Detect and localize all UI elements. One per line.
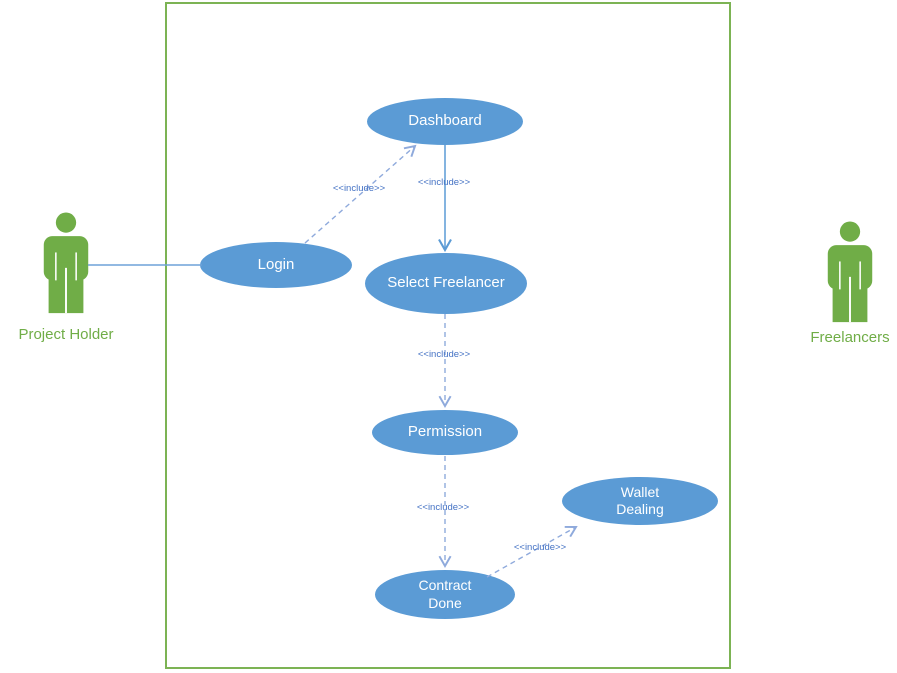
include-label-selectfreelancer-permission: <<include>>: [417, 349, 471, 360]
project-holder-actor-icon: [43, 212, 89, 314]
person-head: [55, 212, 77, 233]
include-label-login-dashboard: <<include>>: [332, 183, 386, 194]
usecase-login: Login: [200, 242, 352, 288]
usecase-wallet-dealing-label: Wallet Dealing: [616, 483, 664, 518]
usecase-wallet-dealing: Wallet Dealing: [562, 477, 718, 525]
freelancers-actor-icon: [827, 221, 873, 323]
project-holder-actor-label: Project Holder: [18, 326, 114, 343]
include-label-contractdone-walletdealing: <<include>>: [513, 542, 567, 553]
usecase-select-freelancer: Select Freelancer: [365, 253, 527, 314]
usecase-login-label: Login: [257, 255, 295, 273]
usecase-permission: Permission: [372, 410, 518, 455]
usecase-permission-label: Permission: [407, 423, 483, 441]
include-label-permission-contractdone: <<include>>: [416, 502, 470, 513]
person-head: [839, 221, 861, 242]
system-boundary: [165, 2, 731, 669]
usecase-dashboard-label: Dashboard: [408, 112, 482, 130]
freelancers-actor-label: Freelancers: [810, 329, 890, 346]
usecase-dashboard: Dashboard: [367, 98, 523, 145]
include-label-dashboard-selectfreelancer: <<include>>: [417, 177, 471, 188]
usecase-contract-done-label: Contract Done: [418, 577, 472, 611]
usecase-select-freelancer-label: Select Freelancer: [387, 274, 505, 292]
usecase-contract-done: Contract Done: [375, 570, 515, 619]
